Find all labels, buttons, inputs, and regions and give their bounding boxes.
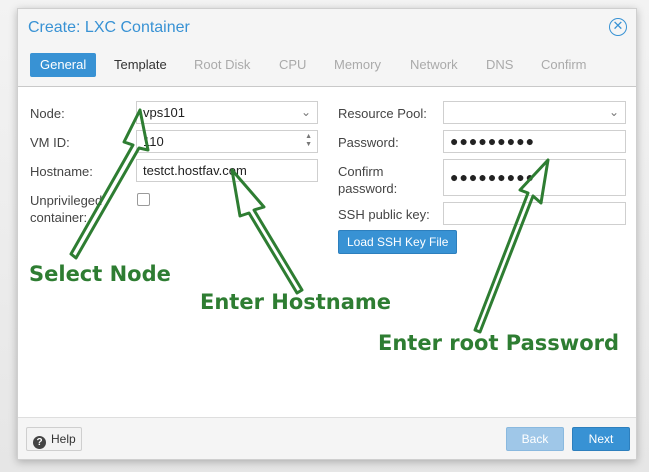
chevron-down-icon: ⌄ xyxy=(608,105,619,119)
next-button[interactable]: Next xyxy=(572,427,630,451)
unprivileged-label-line2: container: xyxy=(30,210,88,225)
tab-memory[interactable]: Memory xyxy=(334,57,381,72)
wizard-tabs: General Template Root Disk CPU Memory Ne… xyxy=(18,47,636,87)
hostname-input[interactable]: testct.hostfav.com xyxy=(136,159,318,182)
tab-network[interactable]: Network xyxy=(410,57,458,72)
tab-root-disk[interactable]: Root Disk xyxy=(194,57,251,72)
vmid-spinner[interactable]: 110 ▲▼ xyxy=(136,130,318,153)
password-input[interactable]: ●●●●●●●●● xyxy=(443,130,626,153)
ssh-key-input[interactable] xyxy=(443,202,626,225)
confirm-password-label-line1: Confirm xyxy=(338,164,384,179)
ssh-key-label: SSH public key: xyxy=(338,207,430,222)
spinner-arrows-icon[interactable]: ▲▼ xyxy=(305,133,312,148)
node-select[interactable]: vps101 ⌄ xyxy=(136,101,318,124)
arrow-select-node xyxy=(69,108,150,260)
tab-template[interactable]: Template xyxy=(114,57,167,72)
tab-confirm[interactable]: Confirm xyxy=(541,57,587,72)
resource-pool-select[interactable]: ⌄ xyxy=(443,101,626,124)
tab-dns[interactable]: DNS xyxy=(486,57,514,72)
node-label: Node: xyxy=(30,106,65,121)
chevron-down-icon: ⌄ xyxy=(300,105,311,119)
unprivileged-checkbox[interactable] xyxy=(137,193,150,206)
hostname-label: Hostname: xyxy=(30,164,93,179)
password-label: Password: xyxy=(338,135,399,150)
help-button[interactable]: ? Help xyxy=(26,427,82,451)
annotation-enter-password: Enter root Password xyxy=(378,331,620,355)
hostname-value: testct.hostfav.com xyxy=(143,163,247,178)
confirm-password-label-line2: password: xyxy=(338,181,398,196)
arrow-enter-password xyxy=(473,158,550,334)
annotation-enter-hostname: Enter Hostname xyxy=(200,290,392,314)
password-value: ●●●●●●●●● xyxy=(450,133,536,149)
back-button[interactable]: Back xyxy=(506,427,564,451)
confirm-password-value: ●●●●●●●●● xyxy=(450,169,536,185)
node-value: vps101 xyxy=(143,105,185,120)
tab-general[interactable]: General xyxy=(30,53,97,77)
vmid-label: VM ID: xyxy=(30,135,70,150)
arrow-enter-hostname xyxy=(230,168,304,295)
close-icon[interactable]: ✕ xyxy=(609,18,627,36)
tab-cpu[interactable]: CPU xyxy=(279,57,307,72)
help-label: Help xyxy=(51,432,76,446)
dialog-titlebar: Create: LXC Container ✕ xyxy=(18,9,636,47)
help-icon: ? xyxy=(33,436,46,449)
load-ssh-key-button[interactable]: Load SSH Key File xyxy=(338,230,458,254)
confirm-password-input[interactable]: ●●●●●●●●● xyxy=(443,159,626,196)
dialog-title: Create: LXC Container xyxy=(28,19,190,36)
resource-pool-label: Resource Pool: xyxy=(338,106,427,121)
dialog-footer: ? Help Back Next xyxy=(18,417,636,459)
annotation-select-node: Select Node xyxy=(29,262,171,286)
general-panel: Node: vps101 ⌄ VM ID: 110 ▲▼ Hostname: t… xyxy=(18,88,636,418)
unprivileged-label-line1: Unprivileged xyxy=(30,193,103,208)
create-lxc-dialog: Create: LXC Container ✕ General Template… xyxy=(17,8,637,460)
